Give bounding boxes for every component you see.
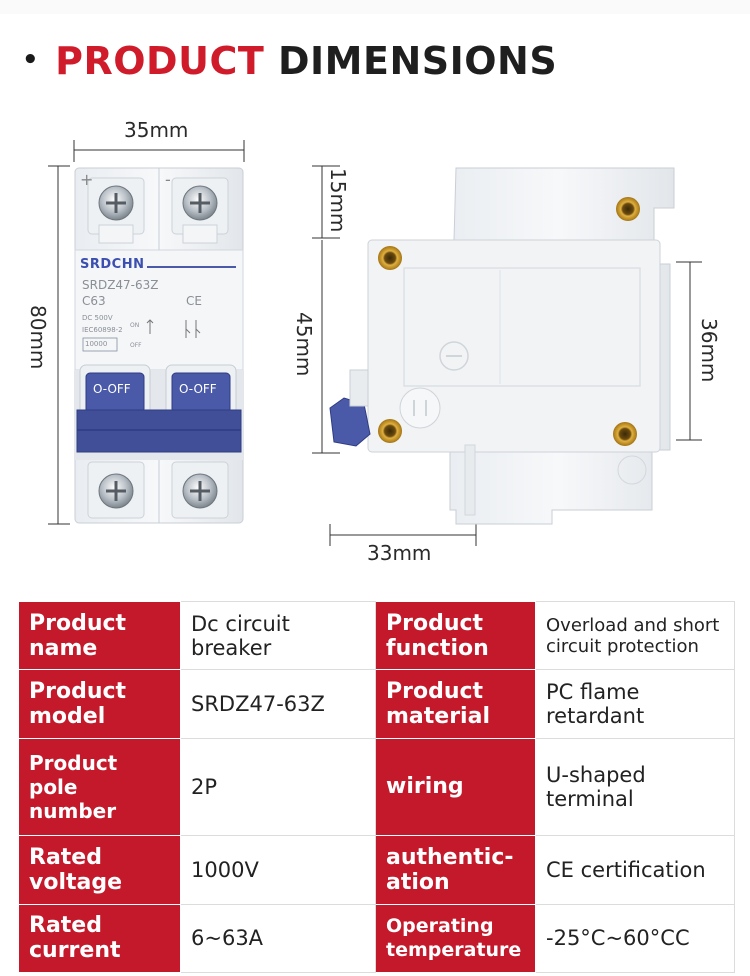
spec-label: Product pole number xyxy=(18,737,181,837)
spec-label: Product model xyxy=(18,669,181,739)
side-top-label: 15mm xyxy=(326,168,350,233)
icu-print: 10000 xyxy=(85,340,108,348)
side-top-dimension xyxy=(312,165,340,239)
spec-label: Operating temperature xyxy=(375,903,536,974)
switch-label-left: O-OFF xyxy=(93,382,131,396)
rating-print: C63 xyxy=(82,294,106,308)
spec-value: U-shaped terminal xyxy=(535,737,735,837)
title-word-product: PRODUCT xyxy=(55,39,265,83)
table-row: Rated voltage 1000V authentic-ation CE c… xyxy=(18,835,735,905)
bullet-icon: • xyxy=(22,45,40,75)
plus-terminal-mark: + xyxy=(80,170,94,189)
ce-mark: CE xyxy=(186,294,202,308)
spec-label: Rated current xyxy=(18,903,181,974)
table-row: Product name Dc circuit breaker Product … xyxy=(18,600,735,671)
minus-terminal-mark: - xyxy=(165,170,171,189)
spec-value: -25°C~60°CC xyxy=(535,903,735,974)
front-width-dimension xyxy=(73,140,245,162)
spec-label: Product function xyxy=(375,600,536,671)
brand-logo: SRDCHN xyxy=(80,257,145,272)
side-mid-label: 45mm xyxy=(292,312,316,377)
off-print: OFF xyxy=(130,342,142,349)
dimension-figure xyxy=(48,140,702,546)
spec-value: Overload and short circuit protection xyxy=(535,600,735,671)
standard-print: IEC60898-2 xyxy=(82,326,123,334)
side-bottom-label: 33mm xyxy=(367,541,432,565)
spec-label: authentic-ation xyxy=(375,835,536,905)
breaker-front-view xyxy=(74,167,244,524)
spec-value: 1000V xyxy=(180,835,376,905)
side-mid-dimension xyxy=(312,240,340,454)
spec-value: CE certification xyxy=(535,835,735,905)
switch-label-right: O-OFF xyxy=(179,382,217,396)
spec-value: 6~63A xyxy=(180,903,376,974)
table-row: Rated current 6~63A Operating temperatur… xyxy=(18,903,735,974)
table-row: Product model SRDZ47-63Z Product materia… xyxy=(18,669,735,739)
spec-label: Product name xyxy=(18,600,181,671)
spec-value: 2P xyxy=(180,737,376,837)
side-right-label: 36mm xyxy=(697,318,721,383)
dc-voltage-print: DC 500V xyxy=(82,314,113,322)
page-title: • PRODUCT DIMENSIONS xyxy=(22,36,557,85)
top-strip xyxy=(0,0,750,14)
title-word-dimensions: DIMENSIONS xyxy=(277,39,558,83)
on-print: ON xyxy=(130,322,140,329)
front-width-label: 35mm xyxy=(124,118,189,142)
spec-value: Dc circuit breaker xyxy=(180,600,376,671)
breaker-side-view xyxy=(329,167,675,525)
model-print: SRDZ47-63Z xyxy=(82,278,159,292)
side-bottom-dimension xyxy=(329,524,477,546)
spec-value: SRDZ47-63Z xyxy=(180,669,376,739)
spec-label: Rated voltage xyxy=(18,835,181,905)
side-right-dimension xyxy=(676,261,702,441)
table-row: Product pole number 2P wiring U-shaped t… xyxy=(18,737,735,837)
spec-label: Product material xyxy=(375,669,536,739)
front-height-label: 80mm xyxy=(26,305,50,370)
spec-table: Product name Dc circuit breaker Product … xyxy=(18,600,735,974)
spec-label: wiring xyxy=(375,737,536,837)
front-height-dimension xyxy=(48,165,70,525)
spec-value: PC flame retardant xyxy=(535,669,735,739)
